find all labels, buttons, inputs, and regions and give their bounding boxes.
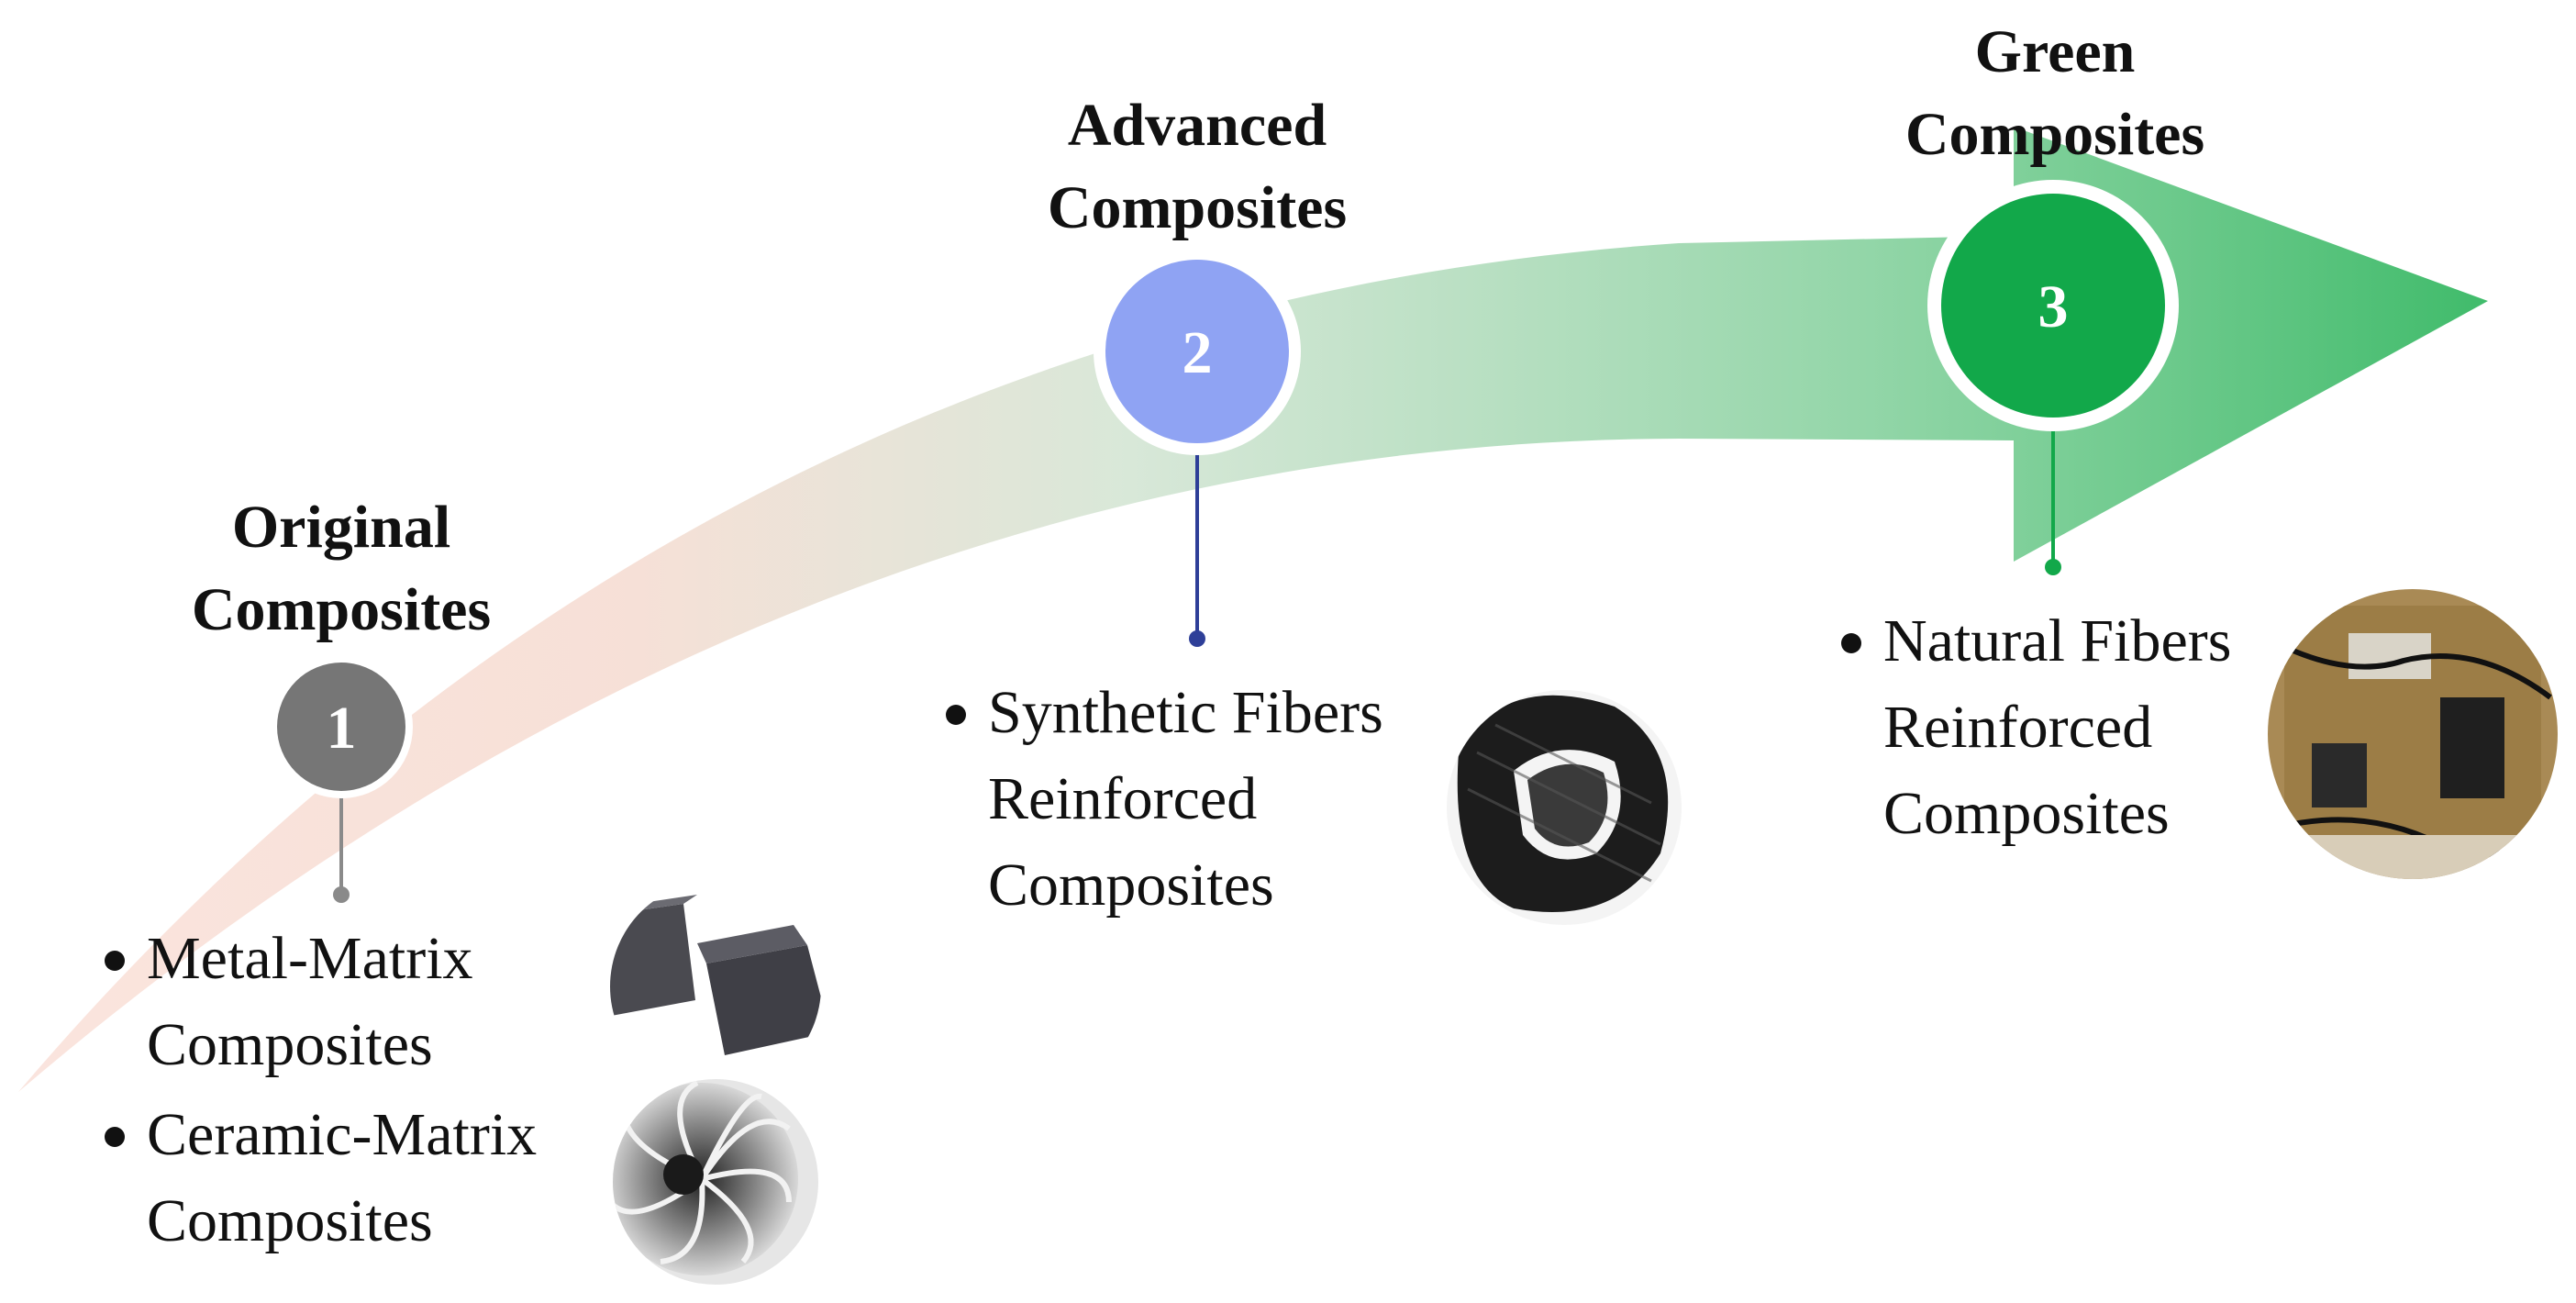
list-item: Metal-Matrix Composites xyxy=(101,916,537,1088)
stage-2-title-line2: Composites xyxy=(1047,174,1348,241)
stage-3-list: Natural Fibers Reinforced Composites xyxy=(1838,598,2231,857)
stage-1-title-line1: Original xyxy=(231,494,451,561)
stage-3-title-line2: Composites xyxy=(1904,101,2205,168)
list-item: Ceramic-Matrix Composites xyxy=(101,1092,537,1264)
stage-3-number: 3 xyxy=(2038,273,2069,340)
stage-3-title: Green Composites xyxy=(1835,11,2275,176)
metal-cubes-photo xyxy=(610,881,821,1092)
list-item-line: Reinforced xyxy=(1883,694,2153,761)
list-item: Synthetic Fibers Reinforced Composites xyxy=(942,670,1383,929)
list-item-line: Composites xyxy=(147,1187,433,1254)
list-item-line: Ceramic-Matrix xyxy=(147,1101,538,1168)
carbon-fiber-part-photo xyxy=(1447,690,1682,925)
stage-1-title: Original Composites xyxy=(121,486,561,652)
stage-1-title-line2: Composites xyxy=(191,576,492,643)
stage-2-number: 2 xyxy=(1183,319,1213,386)
turbine-fan-photo xyxy=(613,1079,818,1285)
connector-3 xyxy=(2045,413,2061,575)
stage-2-title: Advanced Composites xyxy=(977,84,1417,250)
list-item-line: Reinforced xyxy=(988,765,1258,832)
list-item-line: Composites xyxy=(988,852,1274,919)
list-item-line: Metal-Matrix xyxy=(147,925,473,992)
stage-3-marker: 3 xyxy=(1927,180,2179,431)
connector-1 xyxy=(333,798,350,903)
connector-2 xyxy=(1189,453,1205,647)
list-item: Natural Fibers Reinforced Composites xyxy=(1838,598,2231,857)
stage-1-marker: 1 xyxy=(270,655,413,798)
stage-3-title-line1: Green xyxy=(1974,18,2136,85)
stage-2-title-line1: Advanced xyxy=(1067,92,1327,159)
progress-arrow xyxy=(18,127,2488,1092)
list-item-line: Composites xyxy=(147,1011,433,1078)
stage-1-list: Metal-Matrix Composites Ceramic-Matrix C… xyxy=(101,916,537,1264)
stage-1-number: 1 xyxy=(327,695,357,762)
door-panel-photo xyxy=(2268,589,2558,879)
list-item-line: Composites xyxy=(1883,780,2170,847)
list-item-line: Synthetic Fibers xyxy=(988,679,1383,746)
stage-2-list: Synthetic Fibers Reinforced Composites xyxy=(942,670,1383,929)
list-item-line: Natural Fibers xyxy=(1883,607,2232,674)
stage-2-marker: 2 xyxy=(1094,248,1301,455)
